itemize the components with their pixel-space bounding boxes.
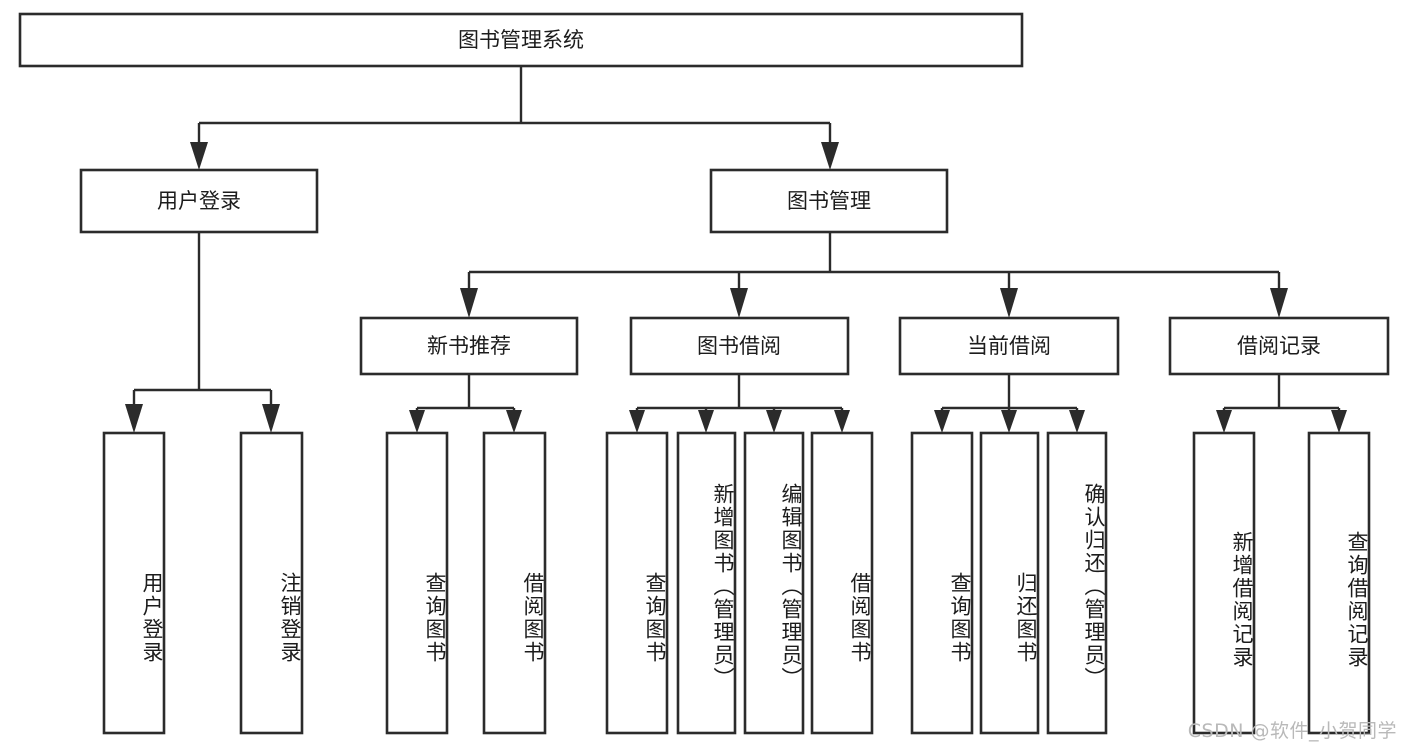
- connector-group-root: [190, 66, 839, 170]
- arrow-head-leaf-8: [834, 410, 850, 433]
- node-leaf-6[interactable]: [743, 431, 805, 735]
- node-leaf-9[interactable]: [979, 431, 1040, 735]
- connector-group-userlogin: [125, 232, 280, 433]
- node-root-label: 图书管理系统: [458, 28, 584, 52]
- arrow-head-leaf-13: [1331, 410, 1347, 433]
- node-level3-3-label: 借阅记录: [1237, 334, 1321, 358]
- arrow-head-leaf-10: [1001, 410, 1017, 433]
- arrow-head-leaf-9: [934, 410, 950, 433]
- node-leaf-1[interactable]: [239, 431, 304, 735]
- node-leaf-11[interactable]: [1192, 431, 1256, 735]
- arrow-head-leaf-2: [262, 404, 280, 433]
- node-level2-0[interactable]: [79, 168, 319, 234]
- arrow-head-leaf-3: [409, 410, 425, 433]
- arrow-head-leaf-6: [698, 410, 714, 433]
- node-level3-2-label: 当前借阅: [967, 334, 1051, 358]
- arrow-head-leaf-12: [1216, 410, 1232, 433]
- watermark-text: CSDN @软件_小贺同学: [1187, 720, 1397, 742]
- node-level3-1[interactable]: [629, 316, 850, 376]
- connector-group-bookmgmt: [460, 232, 1288, 318]
- node-level3-0[interactable]: [359, 316, 579, 376]
- arrow-head-bookmgmt: [821, 142, 839, 170]
- node-level3-1-label: 图书借阅: [697, 334, 781, 358]
- connector-group-borrowrecord: [1216, 374, 1347, 433]
- arrow-head-leaf-7: [766, 410, 782, 433]
- node-level2-1-label: 图书管理: [787, 189, 871, 213]
- arrow-head-userlogin: [190, 142, 208, 170]
- connector-group-currentborrow: [934, 374, 1085, 433]
- node-level2-0-label: 用户登录: [157, 189, 241, 213]
- node-leaf-0[interactable]: [102, 431, 166, 735]
- arrow-head-currentborrow: [1000, 288, 1018, 318]
- connector-group-borrowbook: [629, 374, 850, 433]
- node-leaf-12[interactable]: [1307, 431, 1371, 735]
- node-level3-3[interactable]: [1168, 316, 1390, 376]
- arrow-head-leaf-1: [125, 404, 143, 433]
- arrow-head-borrowrecord: [1270, 288, 1288, 318]
- node-level3-0-label: 新书推荐: [427, 334, 511, 358]
- arrow-head-newbook: [460, 288, 478, 318]
- connector-group-newbook: [409, 374, 522, 433]
- node-level3-2[interactable]: [898, 316, 1120, 376]
- arrow-head-leaf-4: [506, 410, 522, 433]
- node-level2-1[interactable]: [709, 168, 949, 234]
- arrow-head-leaf-11: [1069, 410, 1085, 433]
- arrow-head-borrowbook: [730, 288, 748, 318]
- node-leaf-10[interactable]: [1046, 431, 1108, 735]
- node-leaf-7[interactable]: [810, 431, 874, 735]
- node-leaf-2[interactable]: [385, 431, 449, 735]
- node-leaf-4[interactable]: [605, 431, 669, 735]
- node-leaf-5[interactable]: [676, 431, 737, 735]
- node-leaf-8[interactable]: [910, 431, 974, 735]
- node-root[interactable]: [18, 12, 1024, 68]
- node-leaf-3[interactable]: [482, 431, 547, 735]
- arrow-head-leaf-5: [629, 410, 645, 433]
